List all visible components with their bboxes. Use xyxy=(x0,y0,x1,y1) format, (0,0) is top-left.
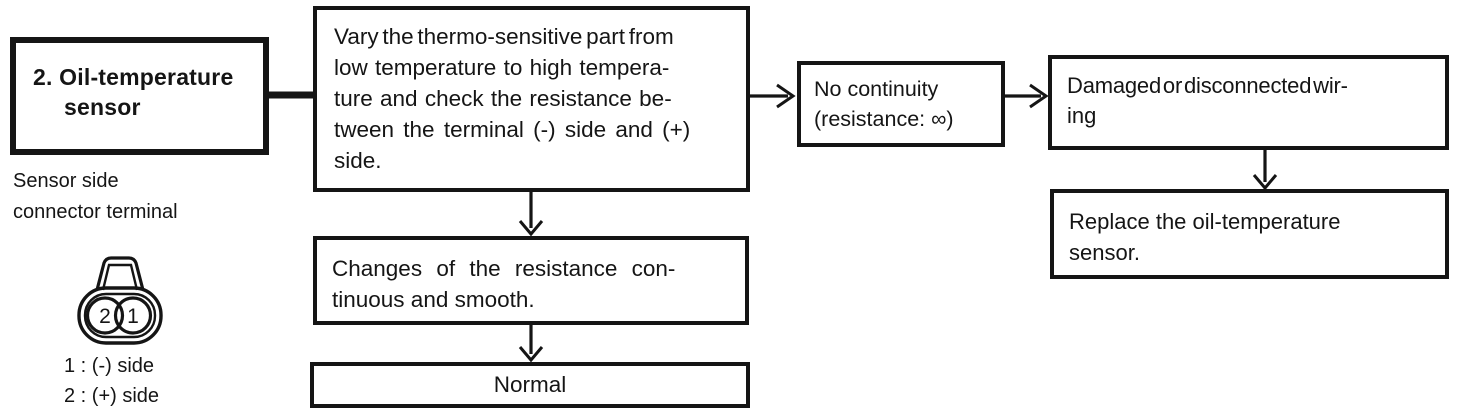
text-line: side. xyxy=(334,148,382,173)
text-line: sensor. xyxy=(1069,240,1140,265)
replace-sensor-box: Replace the oil-temperature sensor. xyxy=(1050,189,1449,279)
caption-line-2: connector terminal xyxy=(13,201,178,223)
text-line: No continuity xyxy=(814,77,939,101)
normal-box: Normal xyxy=(310,362,750,408)
result-ok-box: Changes of the resistance con- tinuous a… xyxy=(313,236,749,325)
oil-temperature-sensor-title-box: 2. Oil-temperature sensor xyxy=(10,37,269,155)
title-line-1: 2. Oil-temperature xyxy=(33,64,234,90)
title-line-2: sensor xyxy=(64,94,141,120)
no-continuity-box: No continuity (resistance: ∞) xyxy=(797,61,1005,147)
connector-terminal-icon: 2 1 xyxy=(77,256,163,345)
damaged-wiring-box: Damaged or disconnected wir- ing xyxy=(1048,55,1449,150)
text-line: tinuous and smooth. xyxy=(332,287,535,312)
text-line: tween the terminal (-) side and (+) xyxy=(334,117,691,142)
text-line: (resistance: ∞) xyxy=(814,107,954,131)
connector-body-inner xyxy=(83,292,157,339)
connector-body-outer xyxy=(77,286,163,345)
text-line: Replace the oil-temperature xyxy=(1069,209,1341,234)
legend-line-2: 2 : (+) side xyxy=(64,385,160,407)
connector-tab-inner xyxy=(101,263,139,291)
arrow-test-to-no-continuity xyxy=(750,83,796,109)
connector-pin-1-circle xyxy=(113,296,153,335)
legend-line-1: 1 : (-) side xyxy=(64,355,155,377)
arrow-test-to-ok xyxy=(518,192,544,237)
arrow-ok-to-normal xyxy=(518,325,544,363)
text-line: Changes of the resistance con- xyxy=(332,256,676,281)
text-line: Vary the thermo-sensitive part from xyxy=(334,24,674,49)
pin-legend: 1 : (-) side 2 : (+) side xyxy=(64,351,159,411)
connector-pin-2-number: 2 xyxy=(99,305,111,328)
normal-label: Normal xyxy=(493,372,567,397)
text-line: ing xyxy=(1067,103,1097,128)
test-instruction-box: Vary the thermo-sensitive part from low … xyxy=(313,6,750,192)
text-line: low temperature to high tempera- xyxy=(334,55,670,80)
caption-line-1: Sensor side xyxy=(13,170,119,192)
arrow-cause-to-action xyxy=(1252,150,1278,191)
sensor-side-caption: Sensor side connector terminal xyxy=(13,166,178,228)
text-line: ture and check the resistance be- xyxy=(334,86,672,111)
connector-pin-1-number: 1 xyxy=(127,305,139,328)
arrow-no-continuity-to-cause xyxy=(1005,83,1049,109)
connector-pin-2-circle xyxy=(85,296,125,335)
text-line: Damaged or disconnected wir- xyxy=(1067,73,1348,98)
connector-tab-outer xyxy=(95,256,145,291)
